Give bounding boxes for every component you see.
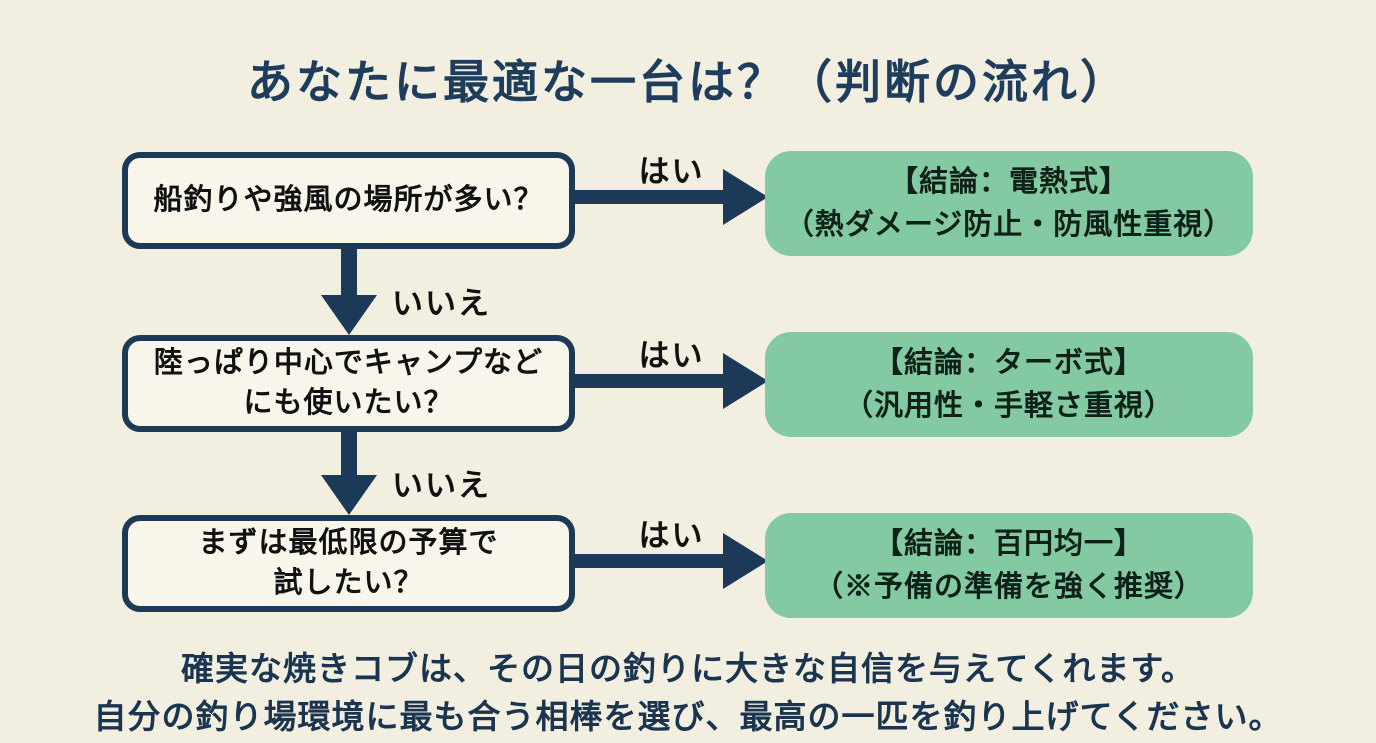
no-label-1: いいえ [392, 286, 491, 321]
arrow-head [321, 295, 377, 335]
conclusion-note-1: （熱ダメージ防止・防風性重視） [784, 208, 1234, 241]
arrow-shaft [575, 554, 725, 568]
page-title: あなたに最適な一台は？（判断の流れ） [247, 56, 1129, 108]
yes-label-3: はい [638, 518, 705, 553]
arrow-down-icon [321, 249, 377, 335]
arrow-head [723, 533, 768, 589]
footer-line-2: 自分の釣り場環境に最も合う相棒を選び、最高の一匹を釣り上げてください。 [93, 698, 1283, 735]
question-text-1: 船釣りや強風の場所が多い？ [153, 183, 544, 216]
conclusion-box-2: 【結論：ターボ式】 （汎用性・手軽さ重視） [765, 332, 1253, 437]
conclusion-note-3: （※予備の準備を強く推奨） [813, 570, 1204, 603]
arrow-shaft [575, 374, 725, 388]
question-box-1: 船釣りや強風の場所が多い？ [122, 152, 575, 249]
arrow-head [321, 475, 377, 515]
conclusion-title-3: 【結論：百円均一】 [873, 527, 1144, 560]
arrow-shaft [341, 431, 357, 475]
question-box-3: まずは最低限の予算で 試したい？ [122, 515, 575, 612]
conclusion-title-1: 【結論：電熱式】 [888, 165, 1129, 198]
arrow-shaft [575, 190, 725, 204]
question-text-3: まずは最低限の予算で 試したい？ [198, 527, 499, 599]
conclusion-note-2: （汎用性・手軽さ重視） [843, 389, 1174, 422]
arrow-head [723, 353, 768, 409]
conclusion-title-2: 【結論：ターボ式】 [873, 346, 1144, 379]
no-label-2: いいえ [392, 468, 491, 503]
footer-line-1: 確実な焼きコブは、その日の釣りに大きな自信を与えてくれます。 [180, 650, 1196, 687]
yes-label-1: はい [638, 154, 705, 189]
question-text-2: 陸っぱり中心でキャンプなど にも使いたい？ [153, 347, 544, 419]
arrow-right-icon [575, 533, 768, 589]
arrow-down-icon [321, 431, 377, 515]
arrow-right-icon [575, 169, 768, 225]
conclusion-box-1: 【結論：電熱式】 （熱ダメージ防止・防風性重視） [765, 151, 1253, 256]
arrow-shaft [341, 249, 357, 295]
conclusion-box-3: 【結論：百円均一】 （※予備の準備を強く推奨） [765, 513, 1253, 618]
arrow-head [723, 169, 768, 225]
question-box-2: 陸っぱり中心でキャンプなど にも使いたい？ [122, 335, 575, 432]
yes-label-2: はい [638, 338, 705, 373]
arrow-right-icon [575, 353, 768, 409]
